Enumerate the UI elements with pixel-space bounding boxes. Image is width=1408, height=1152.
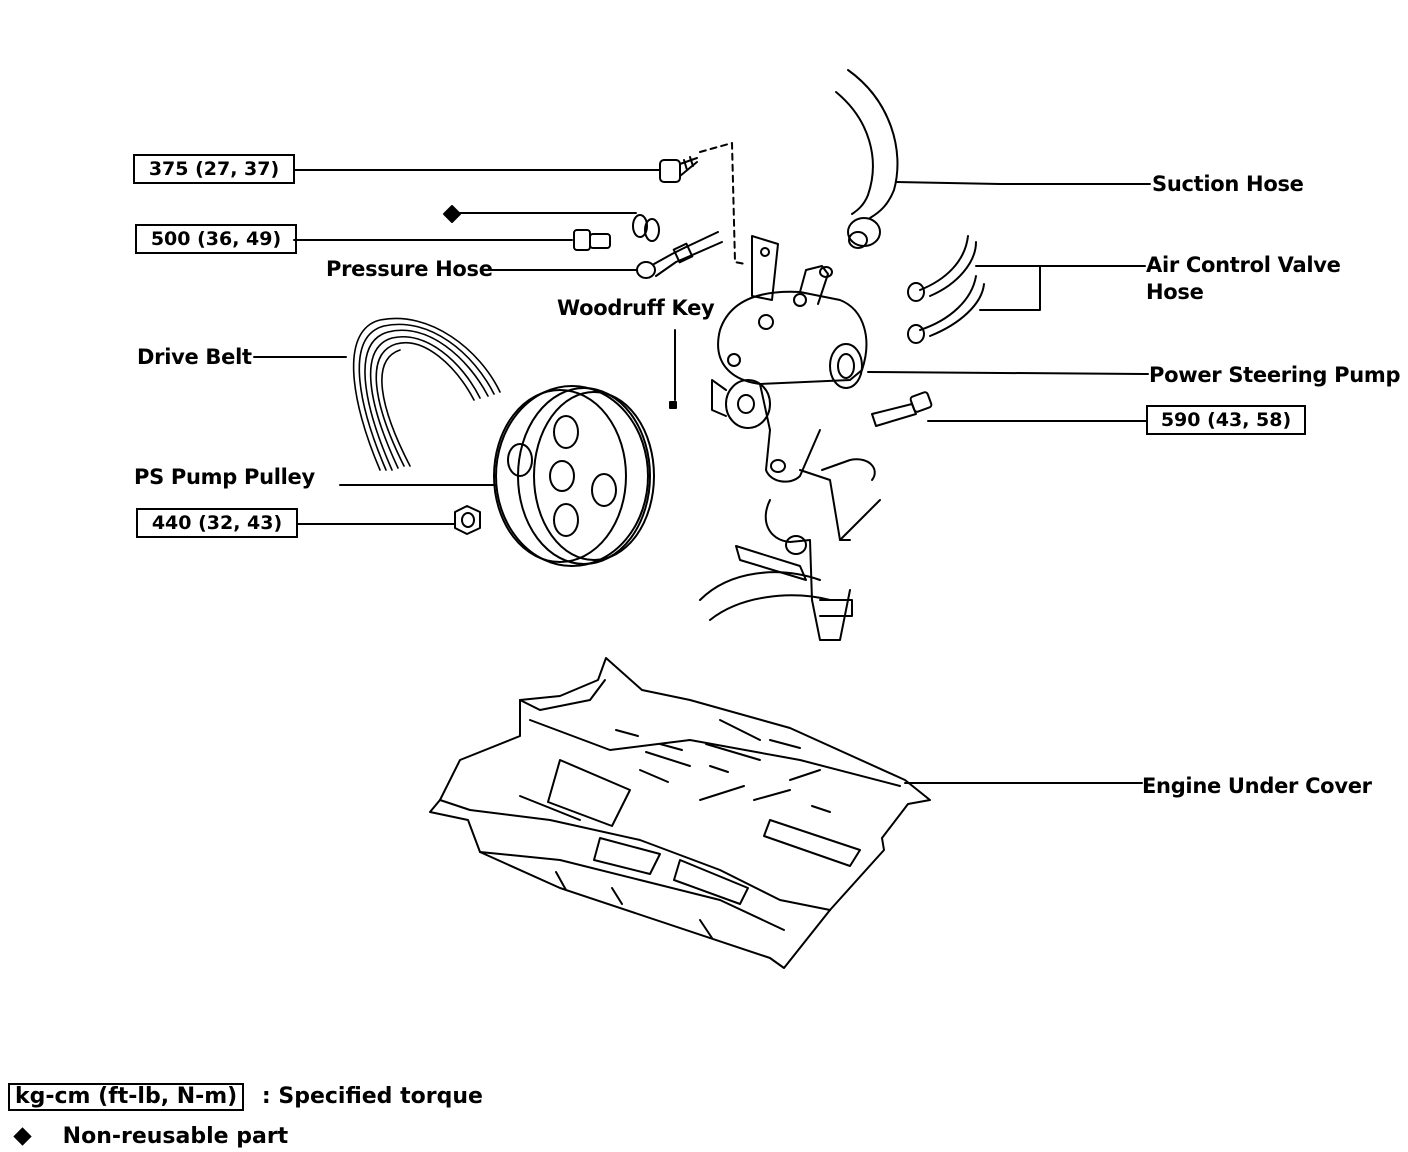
label-woodruff-key: Woodruff Key xyxy=(557,296,715,320)
legend-nonreusable: Non-reusable part xyxy=(13,1124,289,1149)
label-power-steering-pump: Power Steering Pump xyxy=(1149,363,1401,387)
alignment-dashed-line xyxy=(699,142,746,265)
torque-box-590: 590 (43, 58) xyxy=(1146,405,1306,435)
power-steering-pump-icon xyxy=(711,235,876,483)
torque-box-440: 440 (32, 43) xyxy=(136,508,298,538)
bolt-375-icon xyxy=(659,156,698,183)
label-ps-pump-pulley: PS Pump Pulley xyxy=(134,465,315,489)
legend-nonreusable-desc: Non-reusable part xyxy=(62,1124,289,1149)
leader-lines xyxy=(253,169,1151,784)
label-suction-hose: Suction Hose xyxy=(1152,172,1304,196)
air-control-valve-hose-icon xyxy=(907,235,985,344)
label-air-control-valve-hose-line2: Hose xyxy=(1146,280,1204,304)
woodruff-key-icon xyxy=(669,401,677,409)
torque-box-500: 500 (36, 49) xyxy=(135,224,297,254)
ps-pump-pulley-icon xyxy=(493,385,655,567)
drive-belt-icon xyxy=(352,317,501,471)
legend-torque: kg-cm (ft-lb, N-m) : Specified torque xyxy=(8,1083,483,1111)
pump-bracket-icon xyxy=(699,469,881,641)
label-engine-under-cover: Engine Under Cover xyxy=(1142,774,1372,798)
nut-440-icon xyxy=(454,505,481,535)
engine-under-cover-icon xyxy=(429,657,931,969)
legend-unit-desc: : Specified torque xyxy=(261,1084,483,1109)
legend-unit-box: kg-cm (ft-lb, N-m) xyxy=(8,1083,245,1111)
pressure-hose-icon xyxy=(636,231,723,279)
bolt-590-icon xyxy=(871,391,933,427)
label-pressure-hose: Pressure Hose xyxy=(326,257,493,281)
gasket-icon xyxy=(632,214,660,242)
label-air-control-valve-hose-line1: Air Control Valve xyxy=(1146,253,1341,277)
torque-box-375: 375 (27, 37) xyxy=(133,154,295,184)
suction-hose-icon xyxy=(835,69,899,249)
nonreusable-diamond-icon xyxy=(443,205,461,223)
nonreusable-legend-icon xyxy=(13,1127,32,1146)
label-drive-belt: Drive Belt xyxy=(137,345,252,369)
union-bolt-500-icon xyxy=(573,229,611,251)
